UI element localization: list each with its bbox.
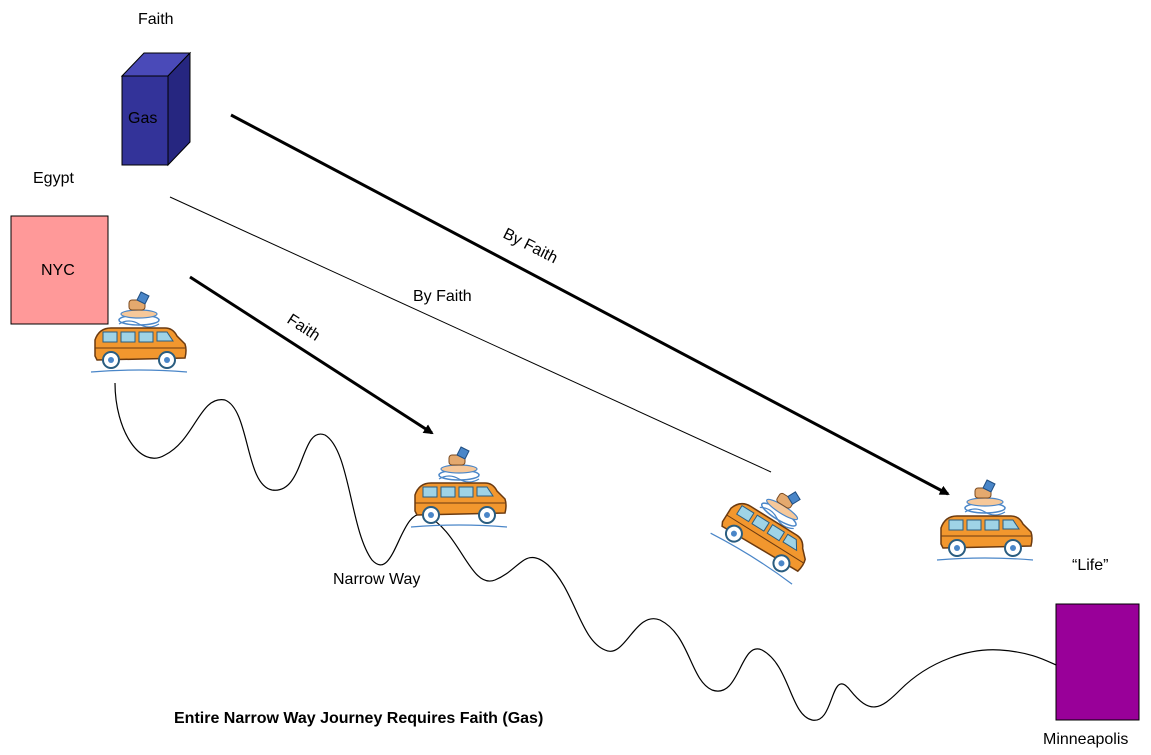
by-faith-bold-arrow [230, 113, 950, 496]
nyc-label: NYC [41, 262, 75, 279]
narrow-way-label: Narrow Way [333, 571, 420, 588]
gas-label: Gas [128, 110, 157, 127]
faith-top-label: Faith [138, 11, 174, 28]
by-faith-thin-label: By Faith [413, 288, 472, 305]
car-icon [936, 479, 1034, 561]
by-faith-thin-line [169, 196, 772, 473]
life-label: “Life” [1072, 557, 1108, 574]
minneapolis-label: Minneapolis [1043, 731, 1128, 748]
car-icon [410, 446, 508, 528]
narrow-way-path [114, 382, 1057, 721]
gas-box: Gas [120, 51, 192, 167]
minneapolis-box [1055, 603, 1140, 721]
faith-short-arrow [189, 275, 434, 435]
nyc-box [10, 215, 109, 325]
caption: Entire Narrow Way Journey Requires Faith… [174, 710, 543, 727]
egypt-label: Egypt [33, 170, 74, 187]
car-icon [709, 464, 836, 586]
